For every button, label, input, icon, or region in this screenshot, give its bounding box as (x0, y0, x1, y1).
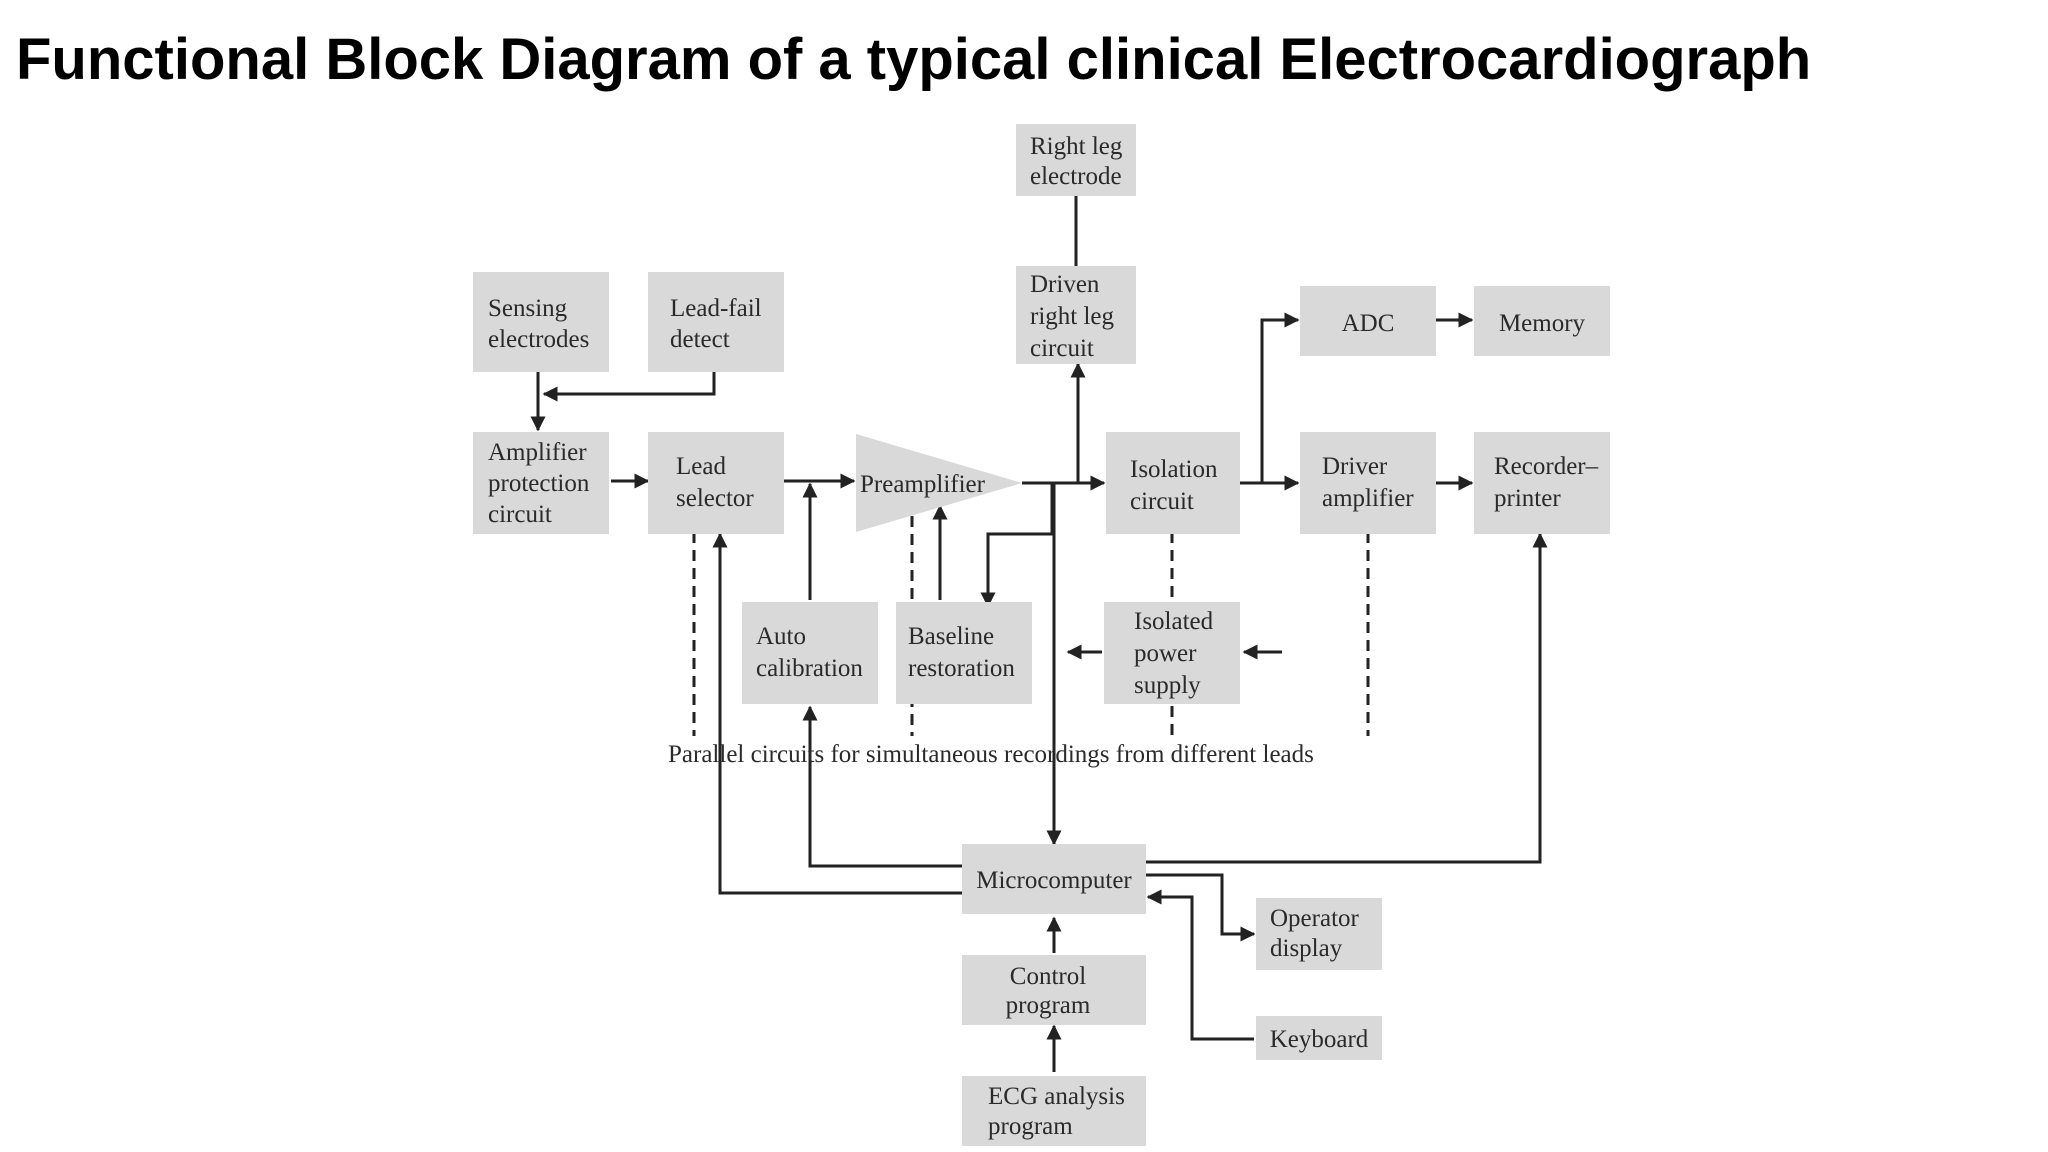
block-lead-selector: Lead selector (648, 432, 784, 534)
block-isolation-circuit: Isolation circuit (1106, 432, 1240, 534)
block-label-line: Isolation (1130, 456, 1218, 483)
block-label-line: Isolated (1134, 608, 1214, 635)
block-label-line: selector (676, 485, 754, 512)
block-label-line: ADC (1342, 310, 1395, 337)
block-label-line: ECG analysis (988, 1083, 1125, 1110)
block-label-line: Right leg (1030, 133, 1123, 160)
block-label-line: Recorder– (1494, 453, 1599, 480)
block-label-line: Control (1010, 963, 1086, 990)
block-microcomputer: Microcomputer (962, 844, 1146, 914)
block-label-line: restoration (908, 655, 1015, 682)
wire-micro-to-auto-calibration (802, 705, 962, 868)
wire-micro-to-lead-selector (712, 532, 962, 895)
block-label-line: power (1134, 640, 1197, 667)
block-label-line: protection (488, 470, 590, 497)
block-label-line: amplifier (1322, 485, 1414, 512)
block-driver-amplifier: Driver amplifier (1300, 432, 1436, 534)
block-label-line: program (988, 1113, 1073, 1140)
block-label-line: right leg (1030, 303, 1115, 330)
block-memory: Memory (1474, 286, 1610, 356)
block-label-line: Keyboard (1270, 1026, 1369, 1053)
block-adc: ADC (1300, 286, 1436, 356)
block-label-line: printer (1494, 485, 1561, 512)
block-ecg-analysis-program: ECG analysis program (962, 1076, 1146, 1146)
wire-micro-to-operator-display (1146, 873, 1256, 942)
block-preamplifier: Preamplifier (856, 434, 1022, 532)
block-label-line: Driven (1030, 271, 1100, 298)
block-label-line: Operator (1270, 905, 1360, 932)
block-label-line: supply (1134, 672, 1201, 699)
block-label-line: detect (670, 326, 730, 353)
block-label-line: calibration (756, 655, 863, 682)
block-operator-display: Operator display (1256, 898, 1382, 970)
block-label-line: circuit (1130, 488, 1194, 515)
block-right-leg-electrode: Right leg electrode (1016, 124, 1136, 196)
block-label-line: Preamplifier (860, 471, 986, 498)
connections (530, 162, 1548, 1072)
block-sensing-electrodes: Sensing electrodes (473, 272, 609, 372)
block-amplifier-protection-circuit: Amplifier protection circuit (473, 432, 609, 534)
block-baseline-restoration: Baseline restoration (896, 602, 1032, 704)
block-control-program: Control program (962, 955, 1146, 1025)
block-recorder-printer: Recorder– printer (1474, 432, 1610, 534)
block-label-line: electrode (1030, 163, 1122, 190)
wire-micro-to-recorder (1146, 532, 1548, 864)
block-label-line: program (1006, 992, 1091, 1019)
block-auto-calibration: Auto calibration (742, 602, 878, 704)
block-label-line: Microcomputer (976, 867, 1132, 894)
parallel-circuits-annotation: Parallel circuits for simultaneous recor… (668, 741, 1314, 768)
wire-to-adc (1260, 312, 1300, 483)
block-label-line: Sensing (488, 295, 568, 322)
wire-lead-fail-to-sensing-line (542, 370, 716, 402)
block-isolated-power-supply: Isolated power supply (1104, 602, 1240, 704)
block-label-line: Memory (1499, 310, 1586, 337)
block-label-line: Amplifier (488, 439, 587, 466)
page-title: Functional Block Diagram of a typical cl… (16, 27, 1812, 92)
block-label-line: Driver (1322, 453, 1388, 480)
block-driven-right-leg-circuit: Driven right leg circuit (1016, 266, 1136, 364)
block-keyboard: Keyboard (1256, 1016, 1382, 1060)
block-label-line: display (1270, 935, 1343, 962)
block-label-line: circuit (1030, 335, 1094, 362)
block-label-line: Baseline (908, 623, 994, 650)
block-label-line: Lead (676, 453, 726, 480)
block-label-line: circuit (488, 501, 552, 528)
wire-feedback-to-baseline (980, 483, 1054, 608)
block-label-line: Auto (756, 623, 806, 650)
block-lead-fail-detect: Lead-fail detect (648, 272, 784, 372)
block-label-line: Lead-fail (670, 295, 762, 322)
block-label-line: electrodes (488, 326, 589, 353)
wire-keyboard-to-micro (1146, 889, 1254, 1041)
